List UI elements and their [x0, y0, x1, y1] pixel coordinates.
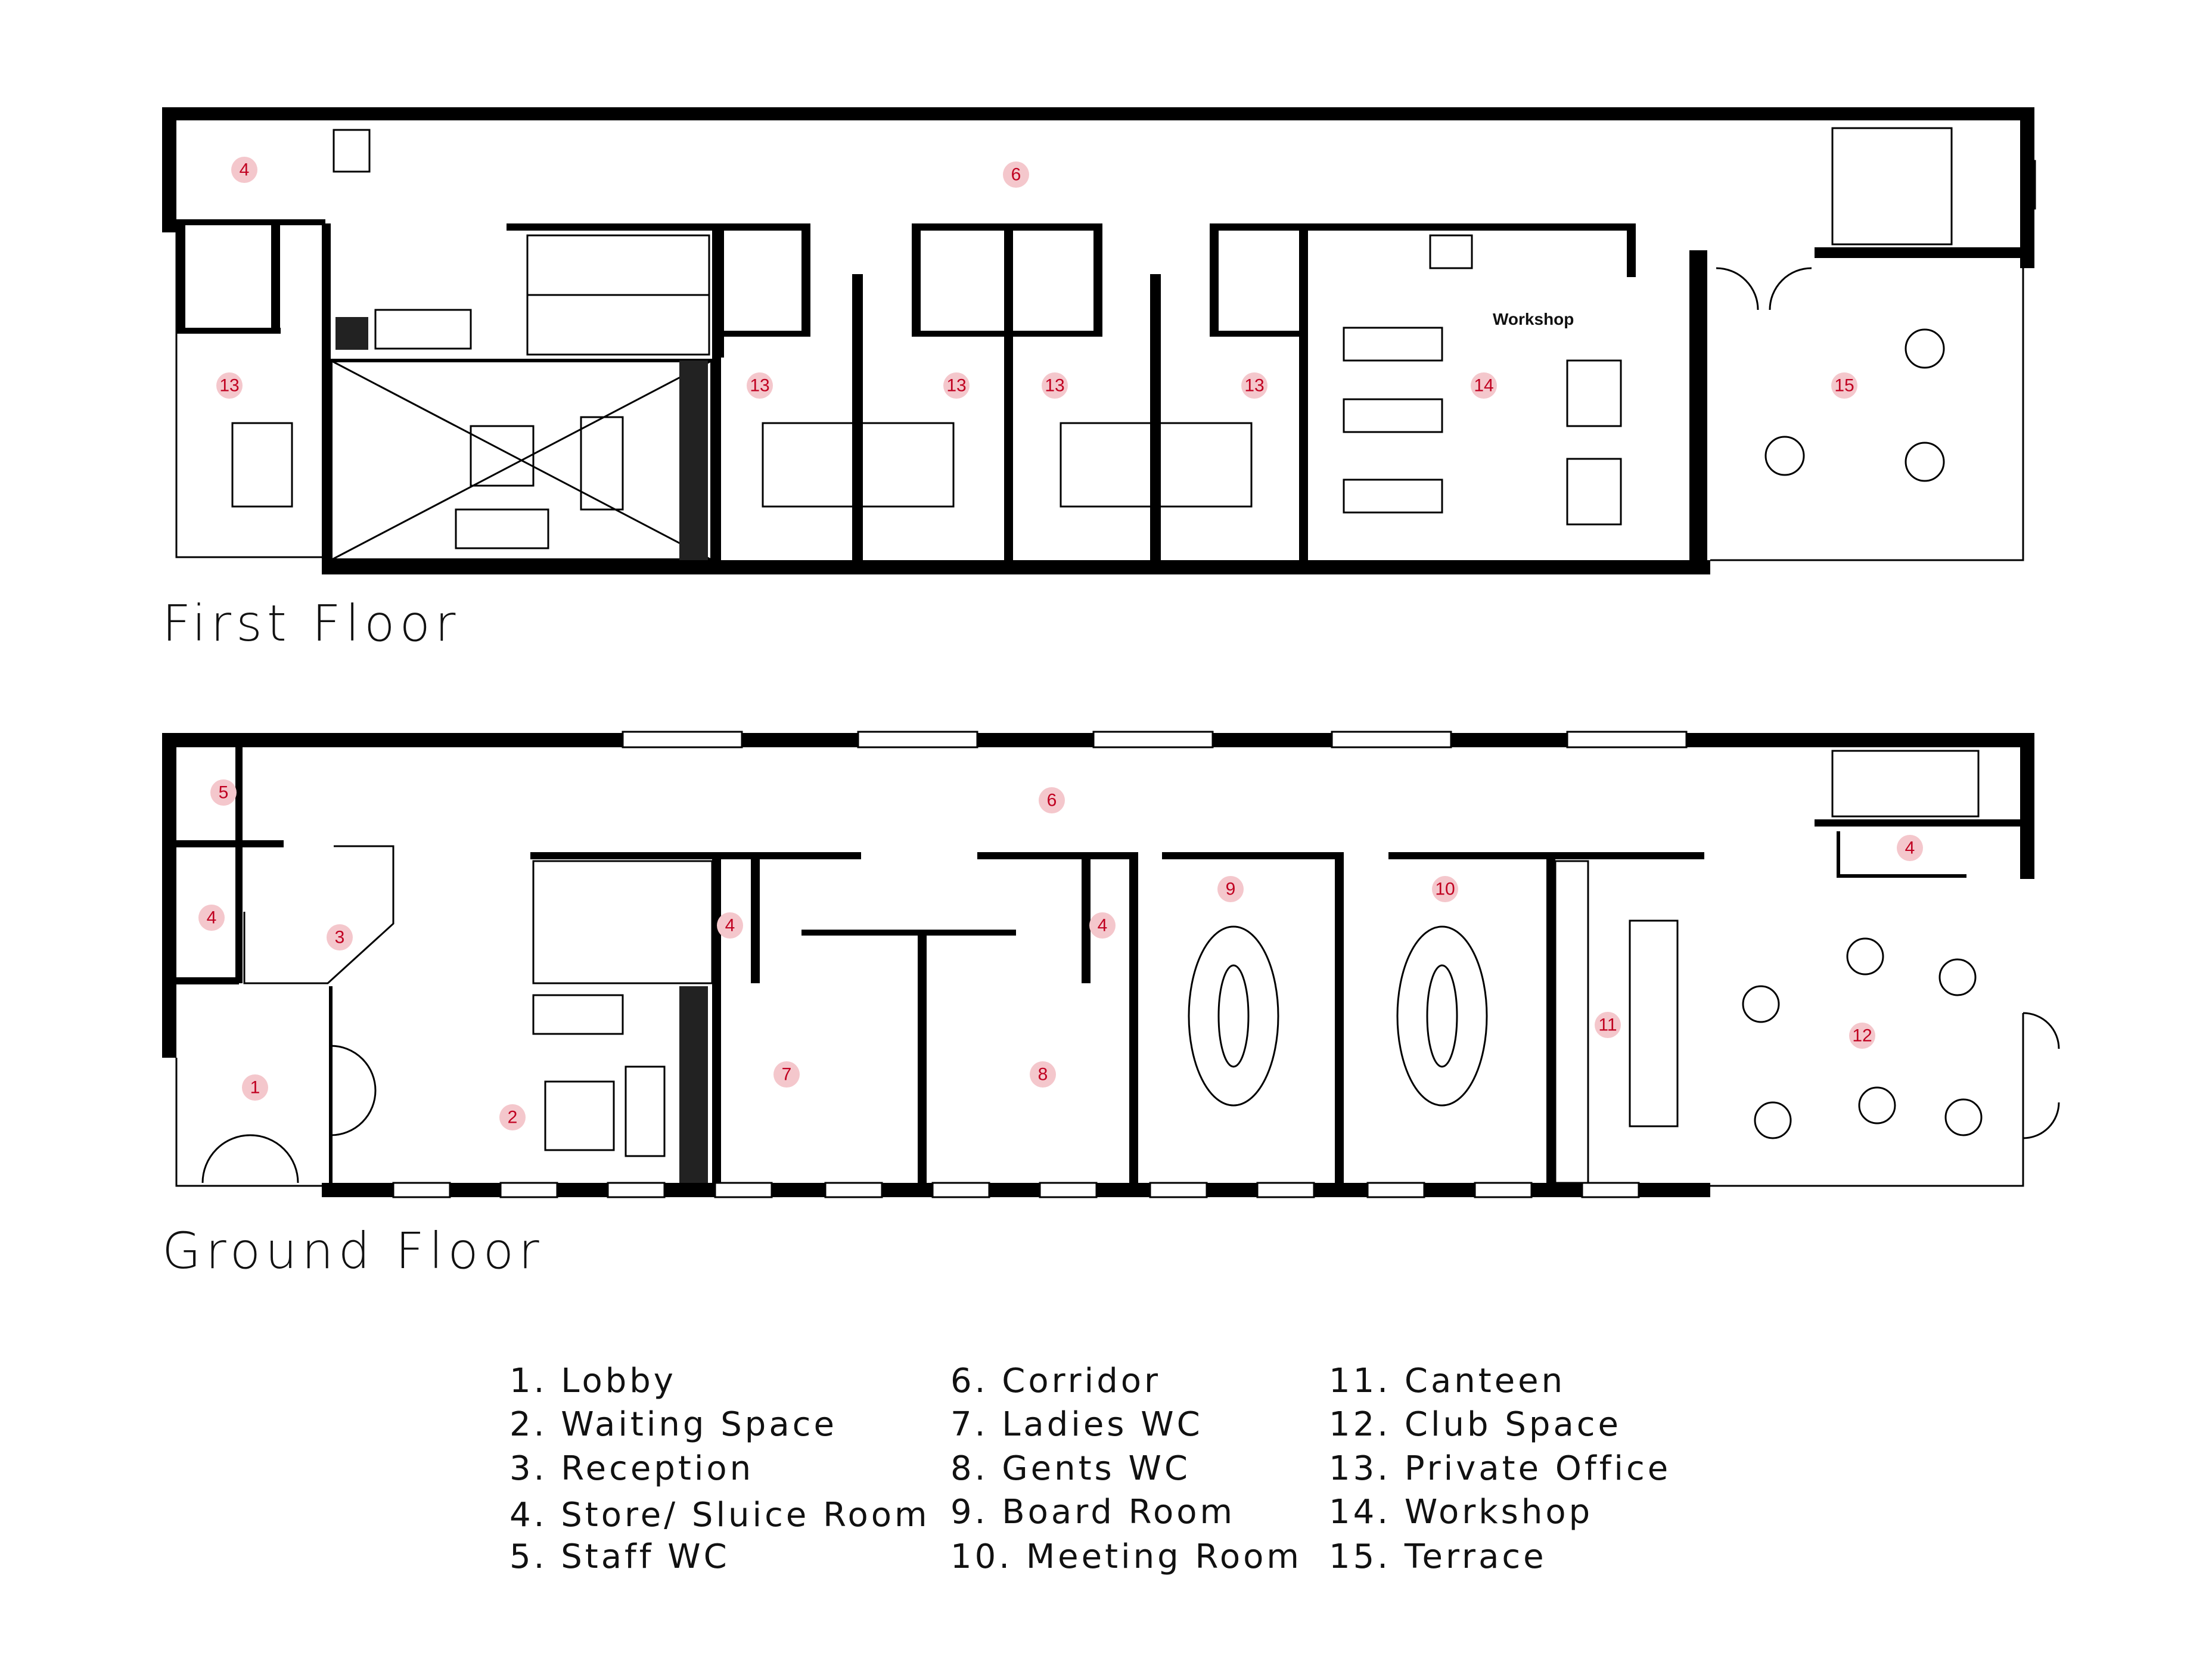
svg-text:4: 4	[207, 908, 217, 928]
room-tag-ground-11: 11	[1595, 1012, 1621, 1038]
legend-item-4: 4. Store/ Sluice Room	[509, 1496, 930, 1534]
room-tag-ground-5: 5	[210, 779, 237, 806]
room-tag-ground-4c: 4	[717, 912, 743, 939]
svg-text:13: 13	[946, 376, 966, 396]
first-floor-plan: Workshop	[162, 107, 2036, 574]
room-tag-ground-9: 9	[1217, 876, 1244, 902]
legend-item-5: 5. Staff WC	[509, 1537, 730, 1576]
room-tag-ground-1: 1	[242, 1074, 268, 1101]
svg-text:5: 5	[219, 783, 229, 803]
legend-item-1: 1. Lobby	[509, 1362, 676, 1400]
svg-text:1: 1	[250, 1078, 260, 1098]
room-tag-ground-2: 2	[499, 1104, 526, 1130]
svg-text:6: 6	[1011, 165, 1021, 185]
legend-item-6: 6. Corridor	[950, 1362, 1161, 1400]
room-tag-ground-7: 7	[773, 1061, 800, 1088]
legend-item-14: 14. Workshop	[1329, 1493, 1593, 1531]
legend-item-13: 13. Private Office	[1329, 1449, 1672, 1488]
legend-item-3: 3. Reception	[509, 1449, 754, 1488]
legend-item-12: 12. Club Space	[1329, 1405, 1622, 1444]
first-floor-room-tags: 4 6 13 13 13 13 13 14 15	[216, 157, 1857, 399]
legend-item-10: 10. Meeting Room	[950, 1537, 1302, 1576]
svg-text:4: 4	[1098, 916, 1108, 936]
room-tag-first-13b: 13	[747, 372, 773, 399]
legend-item-11: 11. Canteen	[1329, 1362, 1566, 1400]
ground-floor-plan	[162, 731, 2060, 1198]
room-tag-first-4: 4	[231, 157, 257, 183]
room-tag-ground-12: 12	[1849, 1023, 1875, 1049]
room-tag-ground-8: 8	[1030, 1061, 1056, 1088]
svg-text:7: 7	[782, 1065, 792, 1085]
room-tag-ground-6: 6	[1039, 787, 1065, 813]
svg-text:13: 13	[1045, 376, 1064, 396]
svg-text:13: 13	[750, 376, 769, 396]
legend-item-7: 7. Ladies WC	[950, 1405, 1203, 1444]
svg-text:9: 9	[1226, 880, 1236, 899]
svg-text:2: 2	[508, 1108, 518, 1127]
room-tag-first-15: 15	[1831, 372, 1857, 399]
ground-floor-room-tags: 5 6 4 3 4 4 4 9 10 1 2 7 8 11 12	[198, 779, 1923, 1130]
svg-text:4: 4	[240, 160, 250, 180]
room-tag-first-13e: 13	[1241, 372, 1267, 399]
svg-text:11: 11	[1598, 1015, 1617, 1035]
stair-first-right	[1831, 127, 1953, 246]
stair-first-left	[526, 234, 710, 356]
legend-item-8: 8. Gents WC	[950, 1449, 1191, 1488]
ground-floor-title: Ground Floor	[162, 1222, 544, 1280]
room-tag-first-13c: 13	[943, 372, 970, 399]
room-tag-ground-4a: 4	[1897, 835, 1923, 861]
room-tag-ground-10: 10	[1432, 876, 1458, 902]
room-tag-first-6: 6	[1003, 161, 1029, 188]
svg-text:6: 6	[1047, 791, 1057, 810]
room-tag-ground-3: 3	[327, 924, 353, 950]
room-tag-ground-4d: 4	[1089, 912, 1116, 939]
svg-text:12: 12	[1852, 1026, 1872, 1046]
room-tag-ground-4b: 4	[198, 905, 225, 931]
workshop-label: Workshop	[1493, 310, 1574, 328]
room-tag-first-13a: 13	[216, 372, 243, 399]
svg-text:15: 15	[1834, 376, 1854, 396]
svg-text:8: 8	[1038, 1065, 1048, 1085]
svg-text:4: 4	[1905, 838, 1915, 858]
svg-text:4: 4	[725, 916, 735, 936]
svg-text:13: 13	[1244, 376, 1264, 396]
svg-text:10: 10	[1435, 880, 1455, 899]
legend-item-2: 2. Waiting Space	[509, 1405, 837, 1444]
room-tag-first-13d: 13	[1042, 372, 1068, 399]
svg-text:13: 13	[219, 376, 239, 396]
legend-item-15: 15. Terrace	[1329, 1537, 1547, 1576]
room-tag-first-14: 14	[1471, 372, 1497, 399]
svg-text:14: 14	[1474, 376, 1493, 396]
first-floor-title: First Floor	[162, 594, 460, 653]
svg-text:3: 3	[335, 928, 345, 947]
legend-item-9: 9. Board Room	[950, 1493, 1236, 1531]
